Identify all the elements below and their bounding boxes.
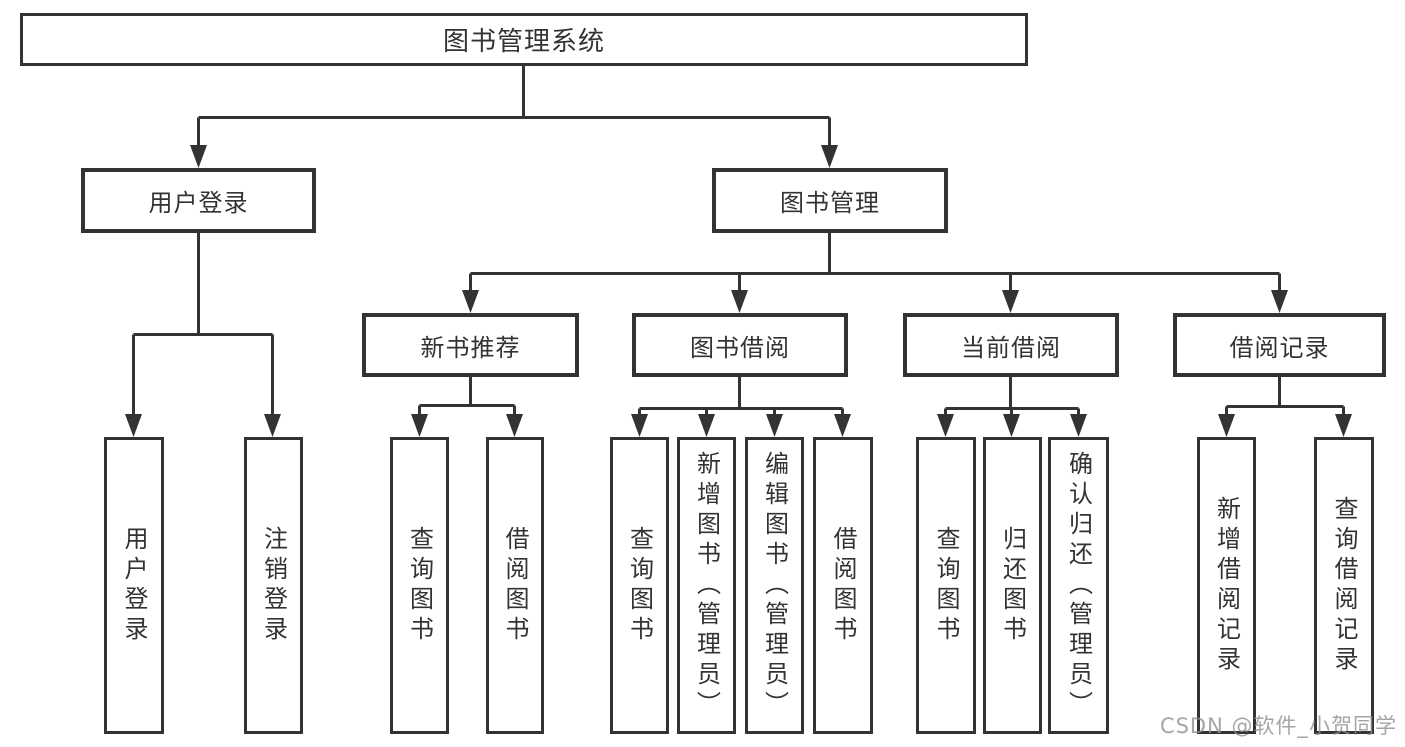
connector-root-to-level2 [197, 65, 831, 146]
arrow-down-icon [1335, 414, 1352, 437]
leaf-borrow-books-recommend: 借阅图书 [486, 437, 544, 734]
leaf-return-books: 归还图书 [983, 437, 1042, 734]
leaf-edit-books-admin: 编辑图书（管理员） [745, 437, 804, 734]
node-label: 新书推荐 [420, 333, 521, 362]
leaf-query-books-recommend: 查询图书 [390, 437, 449, 734]
arrow-down-icon [1003, 414, 1020, 437]
arrow-down-icon [264, 414, 281, 437]
connector-book-borrow-to-leaves [638, 377, 844, 415]
node-label: 图书管理 [780, 189, 880, 217]
connector-user-login-to-leaves [132, 232, 274, 415]
leaf-query-books-borrow: 查询图书 [610, 437, 669, 734]
arrow-down-icon [937, 414, 954, 437]
arrow-down-icon [834, 414, 851, 437]
arrow-down-icon [411, 414, 428, 437]
arrow-down-icon [125, 414, 142, 437]
node-label: 新增借阅记录 [1212, 495, 1241, 676]
leaf-add-books-admin: 新增图书（管理员） [677, 437, 736, 734]
connector-book-management-to-level3 [469, 233, 1281, 291]
node-label: 图书管理系统 [442, 27, 605, 57]
arrow-down-icon [1070, 414, 1087, 437]
connector-borrow-records-to-leaves [1225, 377, 1345, 415]
leaf-query-books-current: 查询图书 [916, 437, 976, 734]
node-user-login: 用户登录 [81, 168, 316, 233]
node-current-borrow: 当前借阅 [903, 313, 1119, 377]
node-label: 借阅图书 [501, 525, 529, 646]
node-label: 用户登录 [148, 189, 249, 217]
arrow-down-icon [731, 290, 748, 313]
node-book-borrow: 图书借阅 [632, 313, 848, 377]
node-label: 查询图书 [932, 525, 960, 646]
node-label: 图书借阅 [690, 333, 790, 362]
watermark: CSDN @软件_小贺同学 [1159, 714, 1397, 738]
node-label: 归还图书 [998, 525, 1027, 646]
node-label: 查询借阅记录 [1330, 495, 1358, 676]
connector-lines [132, 65, 1345, 415]
node-borrow-records: 借阅记录 [1173, 313, 1386, 377]
arrow-down-icon [1218, 414, 1235, 437]
arrow-down-icon [698, 414, 715, 437]
node-label: 注销登录 [259, 525, 288, 646]
arrow-down-icon [1271, 290, 1288, 313]
arrow-down-icon [766, 414, 783, 437]
node-label: 当前借阅 [961, 333, 1061, 362]
arrow-down-icon [631, 414, 648, 437]
node-root-library-system: 图书管理系统 [20, 13, 1028, 66]
connector-new-book-recommend-to-leaves [418, 377, 516, 415]
arrow-down-icon [462, 290, 479, 313]
leaf-user-login: 用户登录 [104, 437, 164, 734]
leaf-logout: 注销登录 [244, 437, 303, 734]
node-label: 用户登录 [120, 525, 148, 646]
node-label: 借阅图书 [829, 525, 857, 646]
connector-current-borrow-to-leaves [944, 377, 1080, 415]
connector-arrowheads [125, 145, 1352, 437]
leaf-query-borrow-record: 查询借阅记录 [1314, 437, 1374, 734]
arrow-down-icon [1002, 290, 1019, 313]
node-label: 查询图书 [625, 525, 654, 646]
node-label: 编辑图书（管理员） [760, 450, 789, 721]
arrow-down-icon [821, 145, 838, 168]
arrow-down-icon [506, 414, 523, 437]
node-label: 新增图书（管理员） [692, 450, 721, 721]
node-new-book-recommend: 新书推荐 [362, 313, 579, 377]
arrow-down-icon [190, 145, 207, 168]
node-label: 借阅记录 [1229, 333, 1330, 362]
leaf-confirm-return-admin: 确认归还（管理员） [1048, 437, 1109, 734]
node-label: 确认归还（管理员） [1064, 450, 1093, 721]
node-book-management: 图书管理 [712, 168, 948, 233]
leaf-add-borrow-record: 新增借阅记录 [1197, 437, 1256, 734]
node-label: 查询图书 [405, 525, 434, 646]
leaf-borrow-books-borrow: 借阅图书 [813, 437, 873, 734]
